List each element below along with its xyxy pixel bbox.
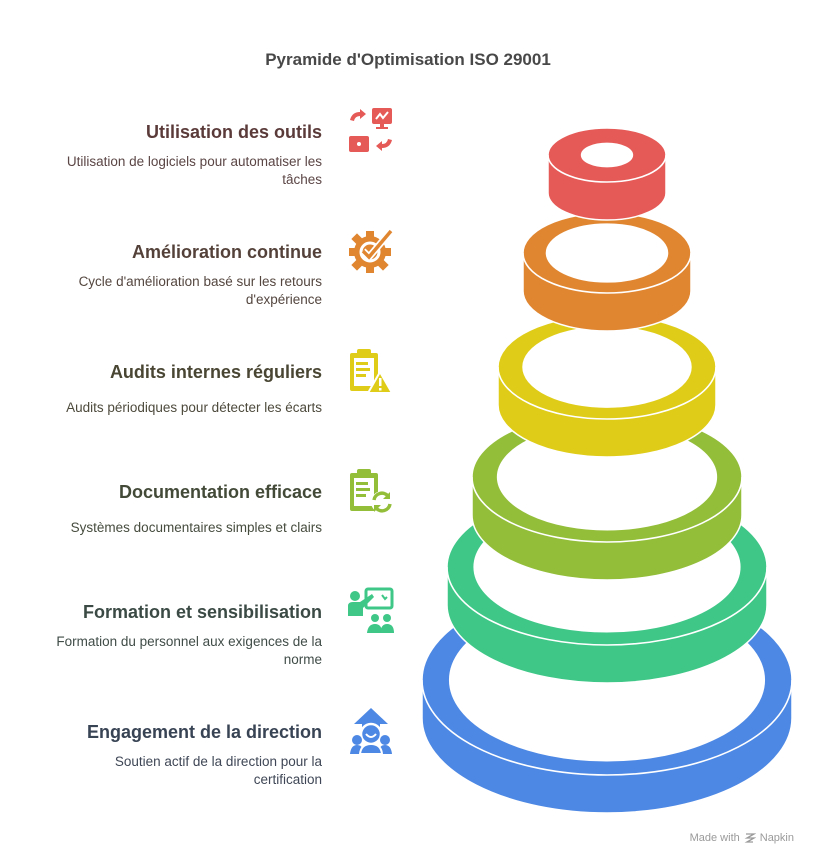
- level-training: Formation et sensibilisation Formation d…: [2, 601, 322, 669]
- footer-label: Made with: [689, 832, 740, 844]
- level-description: Utilisation de logiciels pour automatise…: [66, 154, 322, 187]
- level-title: Amélioration continue: [131, 242, 322, 262]
- footer-brand: Napkin: [759, 832, 794, 844]
- presentation-training-icon: [346, 586, 396, 636]
- footer-credit: Made with Napkin: [690, 832, 794, 844]
- level-description: Systèmes documentaires simples et clairs: [70, 520, 322, 535]
- level-internal-audits: Audits internes réguliers Audits périodi…: [2, 361, 322, 417]
- napkin-logo-icon: [744, 833, 756, 843]
- level-documentation: Documentation efficace Systèmes document…: [2, 481, 322, 537]
- level-title: Formation et sensibilisation: [82, 602, 322, 622]
- level-title: Audits internes réguliers: [109, 362, 322, 382]
- leadership-arrow-icon: [346, 706, 396, 756]
- level-title: Documentation efficace: [118, 482, 322, 502]
- clipboard-refresh-icon: [346, 466, 396, 516]
- clipboard-warning-icon: [346, 346, 396, 396]
- ring-tools-body: [548, 128, 666, 220]
- ring-tools: [547, 127, 667, 221]
- ring-improvement: [522, 212, 692, 332]
- gear-check-icon: [346, 226, 396, 276]
- level-title: Utilisation des outils: [145, 122, 322, 142]
- ring-audits: [497, 314, 717, 458]
- level-continuous-improvement: Amélioration continue Cycle d'améliorati…: [2, 241, 322, 309]
- level-description: Audits périodiques pour détecter les éca…: [66, 400, 322, 415]
- level-title: Engagement de la direction: [86, 722, 322, 742]
- level-leadership: Engagement de la direction Soutien actif…: [2, 721, 322, 789]
- level-tools: Utilisation des outils Utilisation de lo…: [2, 121, 322, 189]
- diagram-title: Pyramide d'Optimisation ISO 29001: [265, 50, 551, 69]
- level-description: Formation du personnel aux exigences de …: [56, 634, 322, 667]
- automation-tools-icon: [346, 106, 396, 156]
- level-description: Cycle d'amélioration basé sur les retour…: [78, 274, 322, 307]
